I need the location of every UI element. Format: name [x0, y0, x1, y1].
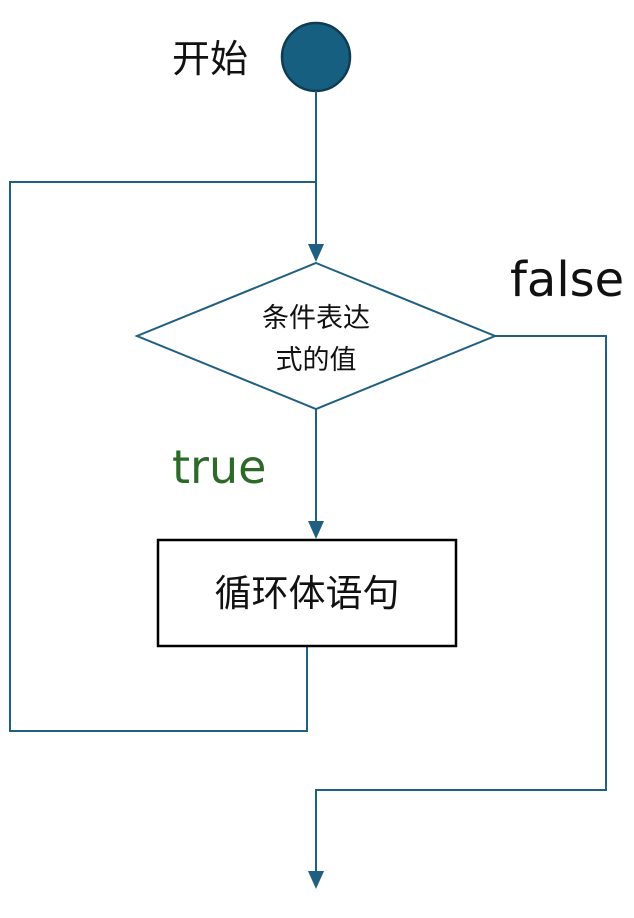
false-branch-line [315, 335, 607, 872]
condition-label-line2: 式的值 [276, 345, 357, 376]
exit-arrow [308, 871, 324, 889]
true-branch-arrow [308, 521, 324, 539]
true-label: true [172, 440, 266, 494]
loop-back-line [9, 181, 316, 732]
loop-body-box [156, 538, 458, 648]
loop-body-label: 循环体语句 [215, 572, 400, 615]
condition-diamond [134, 261, 498, 411]
start-node [280, 21, 352, 93]
false-label: false [510, 252, 624, 308]
start-label: 开始 [172, 37, 248, 81]
condition-label-line1: 条件表达 [262, 303, 370, 334]
condition-entry-arrow [308, 244, 324, 262]
